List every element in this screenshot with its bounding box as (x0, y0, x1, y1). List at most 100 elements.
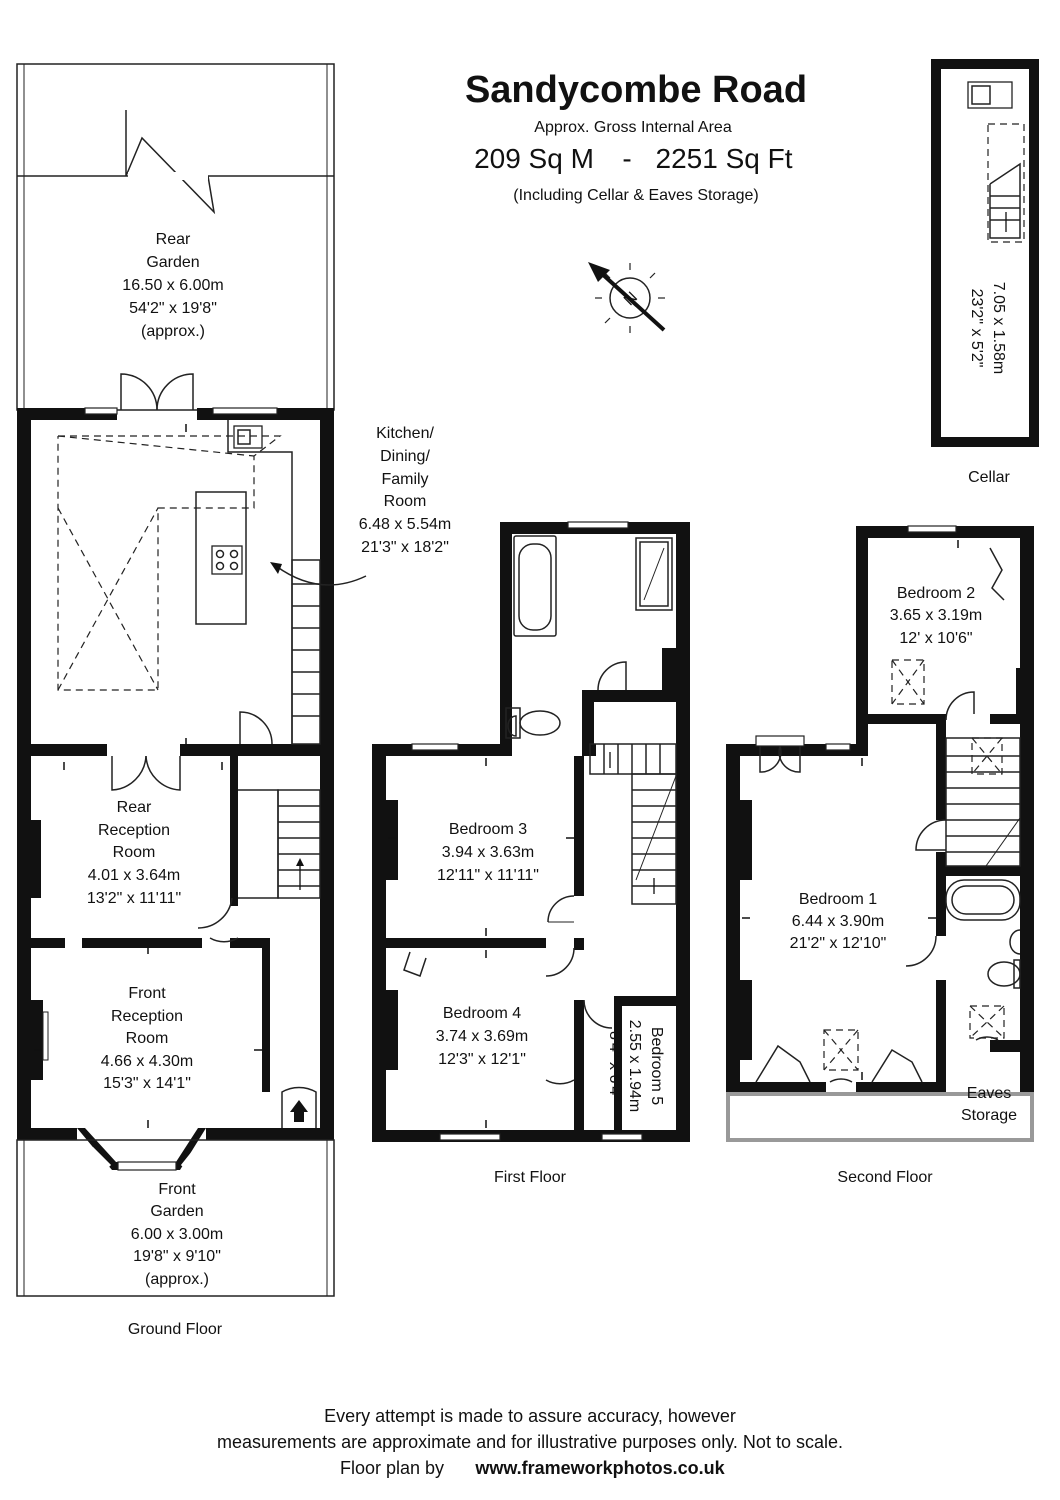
svg-text:Front: Front (158, 1181, 196, 1198)
kitchen-stairs (291, 559, 321, 745)
svg-text:12'11" x 11'11": 12'11" x 11'11" (437, 867, 539, 884)
front-garden (16, 1139, 335, 1297)
svg-text:3.94 x 3.63m: 3.94 x 3.63m (442, 844, 535, 861)
label-front-garden: Front Garden 6.00 x 3.00m 19'8" x 9'10" … (131, 1181, 224, 1288)
front-door (281, 1086, 317, 1128)
sink-icon (233, 425, 263, 449)
label-kitchen: Kitchen/ Dining/ Family Room 6.48 x 5.54… (359, 425, 452, 556)
svg-text:16.50 x 6.00m: 16.50 x 6.00m (122, 277, 223, 294)
svg-text:4.66 x 4.30m: 4.66 x 4.30m (101, 1053, 194, 1070)
label-eaves-storage: Eaves Storage (961, 1085, 1017, 1124)
footer-line-1: Every attempt is made to assure accuracy… (324, 1406, 736, 1426)
svg-text:Bedroom 1: Bedroom 1 (799, 891, 877, 908)
svg-text:Eaves: Eaves (967, 1085, 1011, 1102)
svg-text:6.00 x 3.00m: 6.00 x 3.00m (131, 1226, 224, 1243)
second-dimension-ticks (742, 540, 959, 1080)
svg-text:Room: Room (384, 493, 427, 510)
entrance-arrow-icon (294, 1110, 304, 1122)
svg-text:(approx.): (approx.) (145, 1271, 209, 1288)
svg-text:Family: Family (381, 471, 428, 488)
cellar-stairs (987, 123, 1025, 243)
svg-text:Kitchen/: Kitchen/ (376, 425, 434, 442)
label-front-reception: Front Reception Room 4.66 x 4.30m 15'3" … (101, 985, 194, 1092)
ground-floor-walls (17, 408, 334, 1140)
hall-stairs (238, 789, 321, 899)
first-dimension-ticks (388, 758, 574, 1128)
svg-text:54'2" x 19'8": 54'2" x 19'8" (129, 300, 217, 317)
rear-garden (16, 63, 335, 411)
svg-text:Garden: Garden (146, 254, 199, 271)
svg-text:Storage: Storage (961, 1107, 1017, 1124)
basin-icon (507, 715, 517, 737)
label-rear-garden: Rear Garden 16.50 x 6.00m 54'2" x 19'8" … (122, 231, 223, 340)
second-floor-walls (726, 526, 1034, 1094)
bath-icon (513, 535, 557, 637)
eaves-outline (726, 1092, 1034, 1142)
toilet-icon-second (987, 961, 1021, 987)
svg-text:Room: Room (113, 844, 156, 861)
floor-label-ground: Ground Floor (128, 1321, 223, 1338)
cellar-walls (931, 59, 1039, 447)
label-cellar-dims: 7.05 x 1.58m 23'2" x 5'2" (968, 282, 1007, 375)
plan-subtitle: Approx. Gross Internal Area (534, 119, 732, 136)
first-floor-walls (372, 522, 690, 1142)
svg-text:21'3" x 18'2": 21'3" x 18'2" (361, 539, 449, 556)
svg-text:3.65 x 3.19m: 3.65 x 3.19m (890, 607, 983, 624)
svg-text:Dining/: Dining/ (380, 448, 430, 465)
label-bedroom-1: Bedroom 1 6.44 x 3.90m 21'2" x 12'10" (790, 891, 887, 952)
svg-text:Reception: Reception (98, 822, 170, 839)
second-stairs (945, 737, 1021, 867)
label-bedroom-2: Bedroom 2 3.65 x 3.19m 12' x 10'6" (890, 585, 983, 647)
label-rear-reception: Rear Reception Room 4.01 x 3.64m 13'2" x… (87, 799, 181, 907)
shower-icon (635, 537, 673, 611)
svg-text:12' x 10'6": 12' x 10'6" (899, 630, 972, 647)
area-separator: - (622, 143, 631, 174)
svg-text:(approx.): (approx.) (141, 323, 205, 340)
svg-text:Bedroom 2: Bedroom 2 (897, 585, 975, 602)
area-sqm: 209 Sq M (474, 143, 594, 174)
svg-text:Rear: Rear (117, 799, 152, 816)
svg-text:12'3" x 12'1": 12'3" x 12'1" (438, 1051, 526, 1068)
floor-label-cellar: Cellar (968, 469, 1010, 486)
bath-icon-second (945, 879, 1021, 921)
label-bedroom-3: Bedroom 3 3.94 x 3.63m 12'11" x 11'11" (437, 821, 539, 884)
label-bedroom-5: Bedroom 5 2.55 x 1.94m 8'4" x 6'4" (606, 1020, 665, 1113)
svg-text:6.48 x 5.54m: 6.48 x 5.54m (359, 516, 452, 533)
landing-stairs (589, 743, 677, 905)
compass-icon: N (588, 262, 666, 333)
footer-website-link[interactable]: www.frameworkphotos.co.uk (474, 1458, 725, 1478)
svg-text:Bedroom 4: Bedroom 4 (443, 1005, 521, 1022)
svg-text:23'2" x 5'2": 23'2" x 5'2" (968, 289, 985, 368)
svg-text:19'8" x 9'10": 19'8" x 9'10" (133, 1248, 221, 1265)
svg-text:2.55 x 1.94m: 2.55 x 1.94m (626, 1020, 643, 1113)
skylight-outline (57, 435, 282, 691)
svg-text:7.05 x 1.58m: 7.05 x 1.58m (990, 282, 1007, 375)
plan-title: Sandycombe Road (465, 69, 807, 111)
svg-text:Room: Room (126, 1030, 169, 1047)
area-sqft: 2251 Sq Ft (656, 143, 793, 174)
bay-window (77, 1128, 206, 1171)
svg-text:3.74 x 3.69m: 3.74 x 3.69m (436, 1028, 529, 1045)
area-note: (Including Cellar & Eaves Storage) (513, 187, 758, 204)
svg-text:6.44 x 3.90m: 6.44 x 3.90m (792, 913, 885, 930)
floor-label-second: Second Floor (837, 1169, 933, 1186)
hob-icon (211, 545, 243, 575)
svg-text:4.01 x 3.64m: 4.01 x 3.64m (88, 867, 181, 884)
svg-text:21'2" x 12'10": 21'2" x 12'10" (790, 935, 887, 952)
svg-text:Bedroom 5: Bedroom 5 (648, 1027, 665, 1105)
footer-prefix: Floor plan by (340, 1458, 444, 1478)
floor-label-first: First Floor (494, 1169, 567, 1186)
svg-text:15'3" x 14'1": 15'3" x 14'1" (103, 1075, 191, 1092)
french-doors (120, 373, 194, 411)
footer-line-2: measurements are approximate and for ill… (217, 1432, 843, 1452)
svg-text:Garden: Garden (150, 1203, 203, 1220)
label-bedroom-4: Bedroom 4 3.74 x 3.69m 12'3" x 12'1" (436, 1005, 529, 1068)
kitchen-island (195, 491, 247, 625)
svg-text:Bedroom 3: Bedroom 3 (449, 821, 527, 838)
svg-text:Rear: Rear (156, 231, 191, 248)
svg-text:Reception: Reception (111, 1008, 183, 1025)
svg-text:8'4" x 6'4": 8'4" x 6'4" (606, 1031, 623, 1101)
svg-text:13'2" x 11'11": 13'2" x 11'11" (87, 890, 181, 907)
svg-text:Front: Front (128, 985, 166, 1002)
